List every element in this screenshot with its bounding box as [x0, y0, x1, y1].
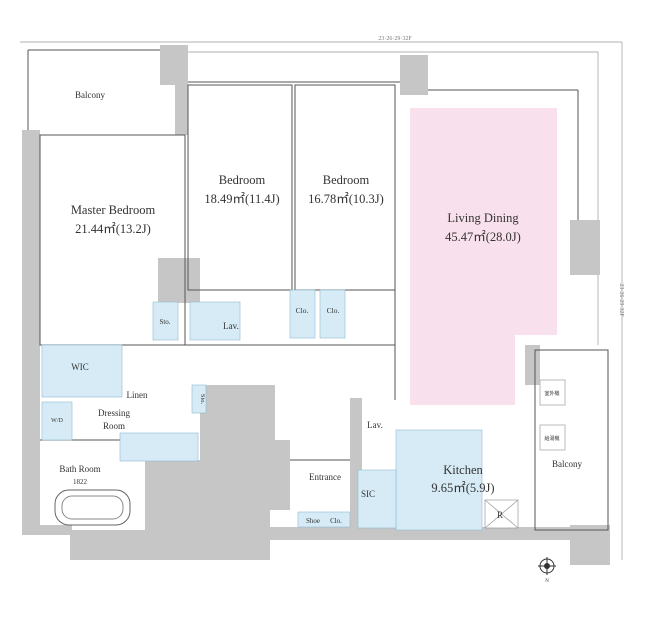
bedroom1-label: Bedroom — [219, 173, 266, 187]
wd-label: W/D — [51, 418, 63, 424]
clo1-label: Clo. — [296, 306, 309, 315]
compass-icon: N — [538, 557, 556, 584]
water-heater-label: 給湯機 — [544, 435, 559, 442]
bath-room-label: Bath Room — [59, 464, 100, 474]
outdoor-unit-label: 室外機 — [544, 390, 559, 397]
sto1-label: Sto. — [159, 318, 170, 326]
dimension-lines: 23·26·29·32F 23·26·29·32F — [20, 36, 624, 560]
floors-label-top: 23·26·29·32F — [378, 36, 412, 42]
bedroom1-area: 18.49㎡(11.4J) — [204, 192, 279, 206]
kitchen-label: Kitchen — [443, 463, 483, 477]
compass-label: N — [545, 579, 549, 584]
bath-room-size: 1822 — [73, 478, 88, 486]
living-dining-label: Living Dining — [447, 211, 519, 225]
shoe-label: Shoe — [306, 517, 320, 525]
clo2-label: Clo. — [327, 306, 340, 315]
dressing-room-label-2: Room — [103, 421, 125, 431]
balcony-top-label: Balcony — [75, 90, 105, 100]
walls — [22, 45, 610, 565]
floors-label-side: 23·26·29·32F — [618, 283, 624, 317]
wet-areas — [41, 289, 566, 531]
balcony-right-label: Balcony — [552, 459, 582, 469]
linen-label: Linen — [127, 390, 148, 400]
kitchen-area: 9.65㎡(5.9J) — [431, 481, 494, 495]
dressing-room-label-1: Dressing — [98, 408, 130, 418]
sic-label: SIC — [361, 489, 375, 499]
bedroom2-label: Bedroom — [323, 173, 370, 187]
wic-label: WIC — [71, 362, 89, 372]
living-dining-area-text: 45.47㎡(28.0J) — [445, 230, 521, 244]
master-bedroom-area: 21.44㎡(13.2J) — [75, 222, 151, 236]
sto2-label: Sto. — [199, 394, 206, 405]
lav1-label: Lav. — [223, 321, 239, 331]
refrigerator-label: R — [497, 510, 503, 520]
bedroom2-area: 16.78㎡(10.3J) — [308, 192, 384, 206]
master-bedroom-label: Master Bedroom — [71, 203, 156, 217]
lav2-label: Lav. — [367, 420, 383, 430]
clo3-label: Clo. — [330, 517, 342, 525]
living-dining-area — [410, 108, 557, 405]
entrance-label: Entrance — [309, 472, 341, 482]
